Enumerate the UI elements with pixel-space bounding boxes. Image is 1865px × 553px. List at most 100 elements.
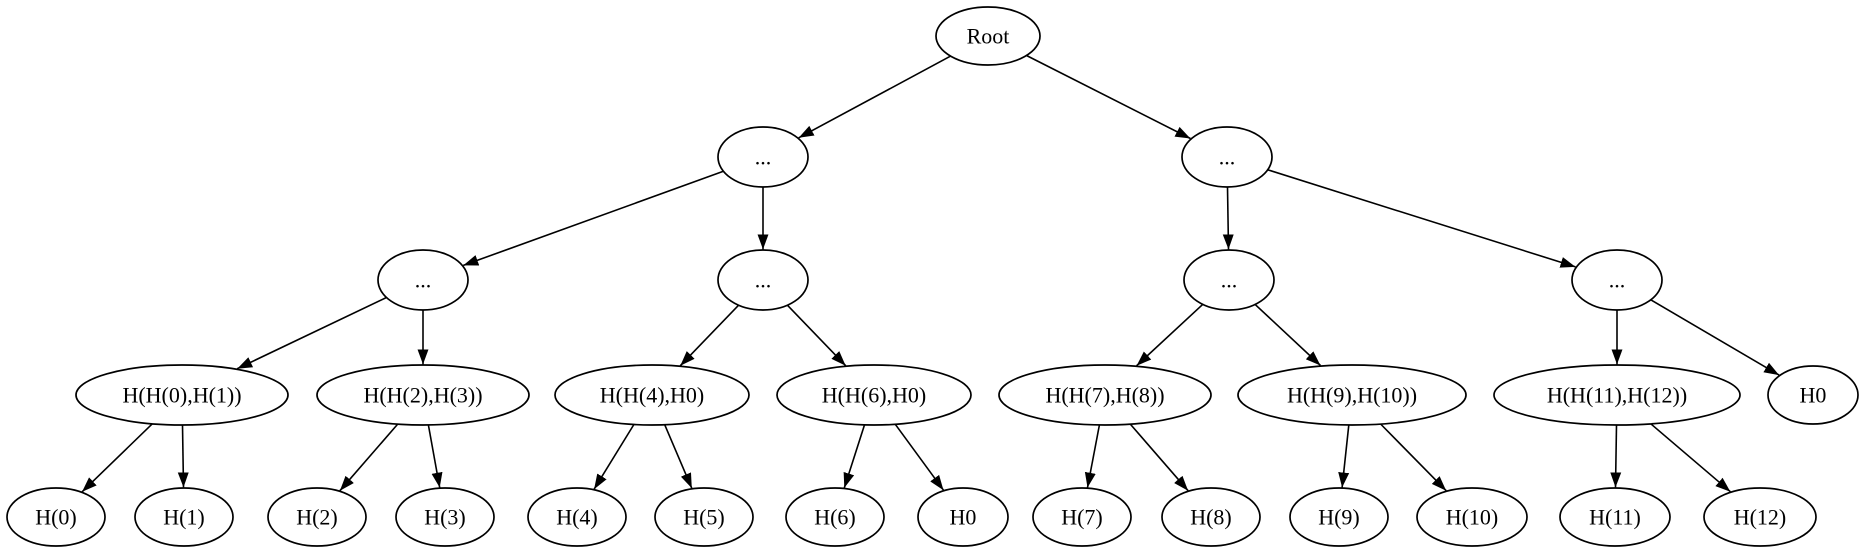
- node-label-h78: H(H(7),H(8)): [1045, 382, 1164, 407]
- node-ellipse-l3d: [1571, 249, 1663, 311]
- node-ellipse-h78: [998, 364, 1212, 426]
- node-l3a: ...: [377, 249, 469, 311]
- node-label-leaf1: H(1): [163, 504, 205, 529]
- node-leaf0: H(0): [6, 487, 106, 547]
- node-ellipse-root: [935, 6, 1041, 66]
- node-leaf7: H(7): [1032, 487, 1132, 547]
- node-ellipse-leaf8: [1161, 487, 1261, 547]
- edge-h1112-leaf12: [1650, 423, 1731, 493]
- edge-l3b-h6h0: [786, 304, 847, 367]
- node-label-leaf6: H(6): [814, 504, 856, 529]
- node-leaf10: H(10): [1416, 487, 1528, 547]
- node-label-leaf3: H(3): [424, 504, 466, 529]
- node-h4h0: H(H(4),H0): [554, 364, 750, 426]
- node-ellipse-h4h0: [554, 364, 750, 426]
- node-ellipse-h23: [316, 364, 530, 426]
- node-label-h01: H(H(0),H(1)): [122, 382, 241, 407]
- node-label-leaf4: H(4): [556, 504, 598, 529]
- node-l3d: ...: [1571, 249, 1663, 311]
- node-ellipse-h1112: [1493, 364, 1741, 426]
- node-l3b: ...: [717, 249, 809, 311]
- edge-h910-leaf9: [1338, 424, 1350, 488]
- node-ellipse-leaf3: [395, 487, 495, 547]
- nodes-layer: Root.................. H(H(0),H(1)) H(H(2)…: [6, 6, 1859, 547]
- node-leaf8: H(8): [1161, 487, 1261, 547]
- node-ellipse-leaf2: [267, 487, 367, 547]
- node-label-leaf8: H(8): [1190, 504, 1232, 529]
- edge-l3b-h4h0: [679, 304, 740, 367]
- node-label-h23: H(H(2),H(3)): [363, 382, 482, 407]
- node-h1112: H(H(11),H(12)): [1493, 364, 1741, 426]
- node-label-h6h0: H(H(6),H0): [822, 382, 926, 407]
- node-label-l3a: ...: [415, 267, 432, 292]
- edge-h6h0-leafh0: [894, 423, 945, 491]
- node-ellipse-h910: [1237, 364, 1467, 426]
- edge-h23-leaf3: [427, 424, 443, 488]
- node-label-root: Root: [967, 23, 1010, 48]
- edge-l2a-l3a: [463, 170, 724, 267]
- node-label-l3c: ...: [1221, 267, 1238, 292]
- edge-l3c-h910: [1254, 303, 1322, 367]
- node-ellipse-leaf7: [1032, 487, 1132, 547]
- edge-l2b-l3d: [1267, 169, 1576, 268]
- node-ellipse-leaf6: [785, 487, 885, 547]
- edge-l3d-h0mid: [1650, 299, 1780, 376]
- node-ellipse-l2a: [717, 126, 809, 188]
- node-ellipse-l3b: [717, 249, 809, 311]
- node-l2b: ...: [1181, 126, 1273, 188]
- node-label-l3b: ...: [755, 267, 772, 292]
- edge-l3a-h01: [236, 296, 387, 370]
- edge-h78-leaf7: [1084, 424, 1101, 488]
- node-leaf5: H(5): [654, 487, 754, 547]
- node-ellipse-h6h0: [776, 364, 972, 426]
- node-h0mid: H0: [1767, 365, 1859, 425]
- node-root: Root: [935, 6, 1041, 66]
- node-l3c: ...: [1183, 249, 1275, 311]
- edge-h01-leaf1: [177, 424, 189, 488]
- node-h23: H(H(2),H(3)): [316, 364, 530, 426]
- node-leaf9: H(9): [1289, 487, 1389, 547]
- edge-h23-leaf2: [339, 423, 399, 492]
- edge-h910-leaf10: [1380, 423, 1447, 492]
- node-leaf11: H(11): [1559, 487, 1671, 547]
- edge-root-l2b: [1026, 54, 1191, 140]
- edge-l3c-h78: [1136, 303, 1204, 367]
- node-leaf1: H(1): [134, 487, 234, 547]
- edge-l2b-l3c: [1222, 186, 1234, 250]
- node-label-h1112: H(H(11),H(12)): [1547, 382, 1687, 407]
- node-label-leaf11: H(11): [1589, 504, 1641, 529]
- node-h01: H(H(0),H(1)): [75, 364, 289, 426]
- node-label-l2b: ...: [1219, 144, 1236, 169]
- edge-h1112-leaf11: [1610, 424, 1622, 488]
- node-leaf4: H(4): [527, 487, 627, 547]
- edges-layer: [81, 54, 1780, 493]
- node-ellipse-l2b: [1181, 126, 1273, 188]
- node-ellipse-leaf11: [1559, 487, 1671, 547]
- node-label-leaf0: H(0): [35, 504, 77, 529]
- node-label-h4h0: H(H(4),H0): [600, 382, 704, 407]
- node-ellipse-h01: [75, 364, 289, 426]
- node-leaf12: H(12): [1703, 487, 1817, 547]
- node-ellipse-h0mid: [1767, 365, 1859, 425]
- node-ellipse-leaf12: [1703, 487, 1817, 547]
- edge-root-l2a: [798, 55, 951, 139]
- edge-h4h0-leaf4: [593, 424, 635, 490]
- node-ellipse-leaf5: [654, 487, 754, 547]
- node-label-leaf9: H(9): [1318, 504, 1360, 529]
- node-leafh0: H0: [917, 487, 1009, 547]
- node-h910: H(H(9),H(10)): [1237, 364, 1467, 426]
- edge-h6h0-leaf6: [843, 424, 866, 489]
- node-ellipse-leaf0: [6, 487, 106, 547]
- node-label-leaf7: H(7): [1061, 504, 1103, 529]
- node-l2a: ...: [717, 126, 809, 188]
- node-leaf2: H(2): [267, 487, 367, 547]
- node-ellipse-leaf1: [134, 487, 234, 547]
- node-leaf6: H(6): [785, 487, 885, 547]
- node-ellipse-leaf9: [1289, 487, 1389, 547]
- node-label-l3d: ...: [1609, 267, 1626, 292]
- node-ellipse-l3c: [1183, 249, 1275, 311]
- node-ellipse-leaf4: [527, 487, 627, 547]
- node-ellipse-leafh0: [917, 487, 1009, 547]
